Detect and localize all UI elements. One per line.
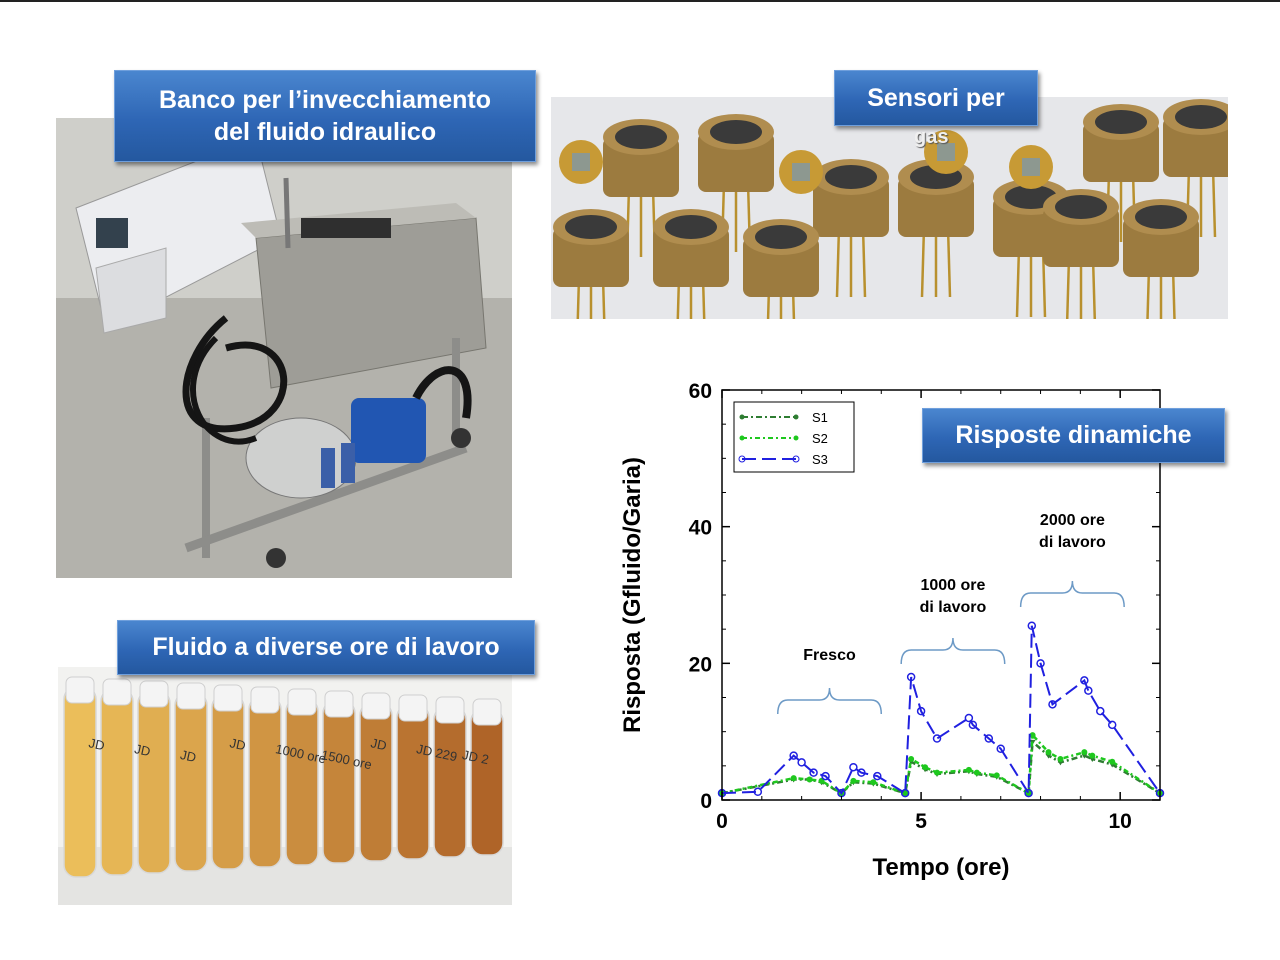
data-point-s3: [984, 734, 994, 743]
legend-marker: [793, 435, 799, 441]
data-point-s3: [932, 734, 942, 743]
legend-marker: [739, 435, 745, 441]
fluid-callout: Fluido a diverse ore di lavoro: [117, 620, 535, 675]
data-point-s2: [806, 776, 813, 783]
annotation-bracket: [900, 637, 1006, 665]
y-tick-label: 40: [689, 517, 712, 540]
vial-label: JD: [179, 747, 198, 765]
series-line-s3: [721, 625, 1161, 797]
data-point-s2: [1081, 749, 1088, 756]
data-point-s3: [1080, 676, 1089, 685]
data-point-s3: [968, 720, 978, 730]
sensors-callout: Sensori per: [834, 70, 1038, 126]
data-point-s3: [1084, 686, 1093, 695]
bench-illustration: [56, 118, 512, 578]
legend-marker: [792, 455, 800, 463]
legend-label: S1: [812, 410, 828, 425]
data-point-s2: [993, 772, 1000, 779]
plot-frame: [721, 389, 1161, 801]
bench-callout-line2: del fluido idraulico: [213, 118, 437, 146]
data-point-s3: [1024, 788, 1033, 798]
data-point-s3: [916, 706, 926, 716]
data-point-s2: [1045, 749, 1052, 756]
fluid-callout-text: Fluido a diverse ore di lavoro: [152, 633, 500, 662]
x-tick-label: 0: [716, 810, 728, 833]
data-point-s3: [1036, 659, 1045, 668]
data-point-s2: [790, 775, 797, 782]
data-point-s1: [1057, 760, 1064, 766]
legend-marker: [739, 414, 745, 420]
data-point-s2: [1089, 752, 1096, 759]
data-point-s3: [849, 762, 858, 772]
y-axis-label: Risposta (Gfluido/Garia): [619, 457, 646, 733]
data-point-s3: [873, 771, 882, 781]
vial-label: JD: [87, 735, 106, 753]
bench-callout: Banco per l’invecchiamento del fluido id…: [114, 70, 536, 162]
dynamic-callout: Risposte dinamiche: [922, 408, 1225, 463]
x-tick-label: 10: [1109, 810, 1132, 833]
vial-label: JD: [228, 735, 247, 753]
vial-label: JD: [369, 735, 388, 753]
data-point-s3: [906, 672, 916, 682]
top-rule: [0, 0, 1280, 2]
data-point-s2: [908, 756, 915, 762]
x-axis-label: Tempo (ore): [873, 854, 1010, 881]
data-point-s2: [1057, 756, 1064, 762]
data-point-s3: [797, 758, 806, 767]
vial-label: JD 2: [461, 747, 490, 767]
data-point-s2: [934, 769, 941, 776]
annotation-label: Fresco: [803, 647, 856, 664]
y-tick-label: 20: [689, 653, 712, 676]
data-point-s3: [821, 771, 830, 781]
data-point-s3: [1107, 720, 1117, 730]
series-line-s2: [721, 732, 1161, 796]
data-point-s3: [996, 744, 1005, 753]
data-point-s2: [973, 769, 980, 776]
data-point-s1: [1089, 757, 1096, 762]
data-point-s3: [1048, 700, 1057, 709]
data-point-s3: [964, 713, 974, 723]
data-point-s3: [1096, 706, 1105, 716]
sensors-callout-line1: Sensori per: [867, 83, 1005, 112]
series-line-s1: [721, 739, 1161, 796]
data-point-s1: [1045, 753, 1052, 759]
data-point-s3: [789, 751, 798, 760]
legend-label: S3: [812, 452, 828, 467]
data-point-s2: [1109, 758, 1116, 765]
vial-label: JD: [133, 741, 152, 759]
sensors-photo: [551, 97, 1228, 319]
sensors-callout-line2: gas: [914, 126, 949, 148]
dynamic-callout-text: Risposte dinamiche: [955, 421, 1192, 450]
y-tick-label: 0: [700, 790, 712, 813]
data-point-s3: [857, 768, 866, 777]
sensors-illustration: [551, 97, 1228, 319]
legend-marker: [738, 455, 746, 463]
annotation-bracket: [776, 687, 883, 715]
data-point-s2: [870, 779, 877, 786]
y-tick-label: 60: [689, 380, 712, 403]
data-point-s2: [922, 764, 929, 771]
data-point-s2: [1029, 732, 1036, 739]
annotation-bracket: [1019, 580, 1125, 608]
legend-label: S2: [812, 431, 828, 446]
legend-marker: [793, 414, 799, 420]
data-point-s2: [850, 777, 857, 784]
x-tick-label: 5: [915, 810, 927, 833]
data-point-s3: [753, 787, 763, 797]
data-point-s1: [1081, 753, 1088, 759]
data-point-s3: [1027, 621, 1037, 630]
data-point-s2: [965, 766, 972, 773]
data-point-s3: [809, 768, 818, 777]
bench-callout-line1: Banco per l’invecchiamento: [158, 85, 492, 114]
bench-photo: [56, 118, 512, 578]
data-point-s3: [900, 788, 910, 798]
